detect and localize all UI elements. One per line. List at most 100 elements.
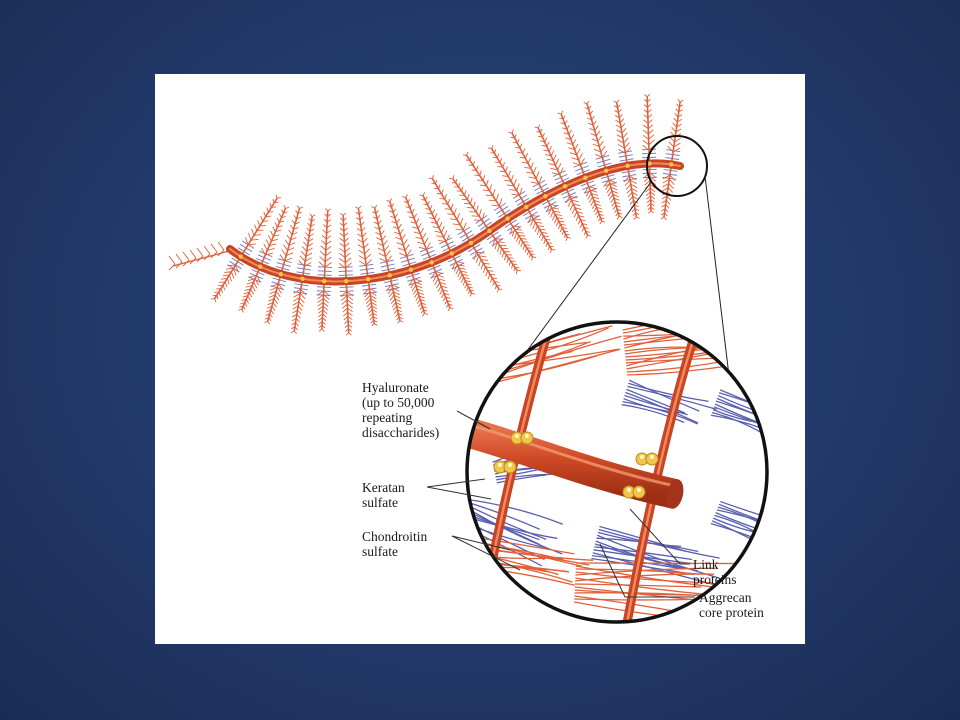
chondroitin-strand xyxy=(438,239,447,243)
chondroitin-strand xyxy=(327,208,331,212)
chondroitin-strand xyxy=(317,290,325,296)
chondroitin-strand xyxy=(618,109,622,114)
chondroitin-strand xyxy=(647,202,652,207)
chondroitin-strand xyxy=(455,267,460,275)
aggrecan-core xyxy=(422,195,453,254)
chondroitin-strand xyxy=(510,136,515,139)
chondroitin-strand xyxy=(408,278,415,286)
label-hyaluronate: Hyaluronate (up to 50,000 repeating disa… xyxy=(362,380,440,440)
aggrecan-core xyxy=(663,164,673,218)
chondroitin-strand xyxy=(634,208,640,212)
chondroitin-strand xyxy=(238,308,242,311)
chondroitin-strand xyxy=(430,221,437,224)
chondroitin-strand xyxy=(565,237,568,241)
chondroitin-strand xyxy=(494,281,499,283)
chondroitin-strand xyxy=(650,202,655,207)
chondroitin-strand xyxy=(499,348,621,383)
chondroitin-strand xyxy=(347,316,353,320)
chondroitin-strand xyxy=(432,226,440,229)
chondroitin-strand xyxy=(466,283,472,286)
chondroitin-strand xyxy=(203,245,211,255)
aggrecan-core xyxy=(451,253,473,294)
chondroitin-strand xyxy=(492,277,498,279)
aggrecan-core xyxy=(345,281,350,333)
chondroitin-strand xyxy=(610,186,618,191)
chondroitin-strand xyxy=(616,129,623,134)
chondroitin-strand xyxy=(308,218,312,222)
chondroitin-strand xyxy=(616,208,622,212)
chondroitin-strand xyxy=(566,124,570,130)
chondroitin-strand xyxy=(571,207,576,214)
chondroitin-strand xyxy=(571,157,579,161)
chondroitin-strand xyxy=(395,236,402,241)
chondroitin-strand xyxy=(467,193,470,200)
chondroitin-strand xyxy=(476,251,485,254)
chondroitin-strand xyxy=(543,149,550,152)
chondroitin-strand xyxy=(505,166,508,173)
chondroitin-strand xyxy=(369,291,377,296)
chondroitin-strand xyxy=(662,183,669,188)
chondroitin-strand xyxy=(407,199,411,203)
chondroitin-strand xyxy=(548,163,556,166)
chondroitin-strand xyxy=(422,312,425,317)
chondroitin-strand xyxy=(642,134,649,140)
chondroitin-strand xyxy=(295,210,299,214)
chondroitin-strand xyxy=(307,222,311,227)
chondroitin-strand xyxy=(499,170,506,173)
chondroitin-strand xyxy=(434,278,439,286)
chondroitin-strand xyxy=(308,238,314,242)
chondroitin-strand xyxy=(414,292,419,298)
chondroitin-strand xyxy=(441,293,445,299)
chondroitin-strand xyxy=(241,298,247,301)
chondroitin-strand xyxy=(424,312,429,315)
chondroitin-strand xyxy=(285,252,294,257)
chondroitin-strand xyxy=(293,330,297,334)
chondroitin-strand xyxy=(584,186,590,194)
chondroitin-strand xyxy=(404,244,410,251)
chondroitin-strand xyxy=(664,208,669,213)
chondroitin-strand xyxy=(479,170,482,176)
chondroitin-strand xyxy=(319,256,326,262)
chondroitin-strand xyxy=(593,207,597,213)
chondroitin-strand xyxy=(344,247,351,253)
chondroitin-strand xyxy=(606,186,612,194)
chondroitin-strand xyxy=(563,233,567,239)
chondroitin-strand xyxy=(345,332,349,336)
chondroitin-strand xyxy=(528,215,532,224)
chondroitin-strand xyxy=(346,291,354,297)
chondroitin-strand xyxy=(633,216,637,220)
chondroitin-strand xyxy=(377,220,382,225)
chondroitin-strand xyxy=(485,179,489,186)
chondroitin-strand xyxy=(675,128,682,133)
chondroitin-strand xyxy=(549,203,558,207)
chondroitin-strand xyxy=(649,172,657,179)
chondroitin-strand xyxy=(575,573,714,582)
chondroitin-strand xyxy=(235,264,239,273)
chondroitin-strand xyxy=(274,294,280,301)
chondroitin-strand xyxy=(591,192,599,196)
chondroitin-strand xyxy=(557,112,562,115)
chondroitin-strand xyxy=(457,264,465,267)
chondroitin-strand xyxy=(676,123,682,128)
chondroitin-strand xyxy=(356,222,361,226)
chondroitin-strand xyxy=(322,229,327,234)
chondroitin-strand xyxy=(499,157,503,163)
keratan-strand xyxy=(713,406,767,430)
chondroitin-strand xyxy=(531,215,540,217)
chondroitin-strand xyxy=(196,247,204,257)
link-proteins-magnified xyxy=(493,431,659,499)
chondroitin-strand xyxy=(275,229,282,233)
label-leaders xyxy=(426,410,695,598)
chondroitin-strand xyxy=(664,212,668,217)
chondroitin-strand xyxy=(665,204,670,209)
chondroitin-strand xyxy=(244,302,248,307)
link-protein-dot xyxy=(669,162,674,167)
chondroitin-strand xyxy=(300,250,307,257)
chondroitin-strand xyxy=(615,124,622,129)
chondroitin-strand xyxy=(372,216,378,220)
chondroitin-strand xyxy=(325,240,332,246)
chondroitin-strand xyxy=(617,212,623,215)
chondroitin-strand xyxy=(446,303,449,308)
chondroitin-strand xyxy=(321,321,326,325)
chondroitin-strand xyxy=(480,184,487,187)
